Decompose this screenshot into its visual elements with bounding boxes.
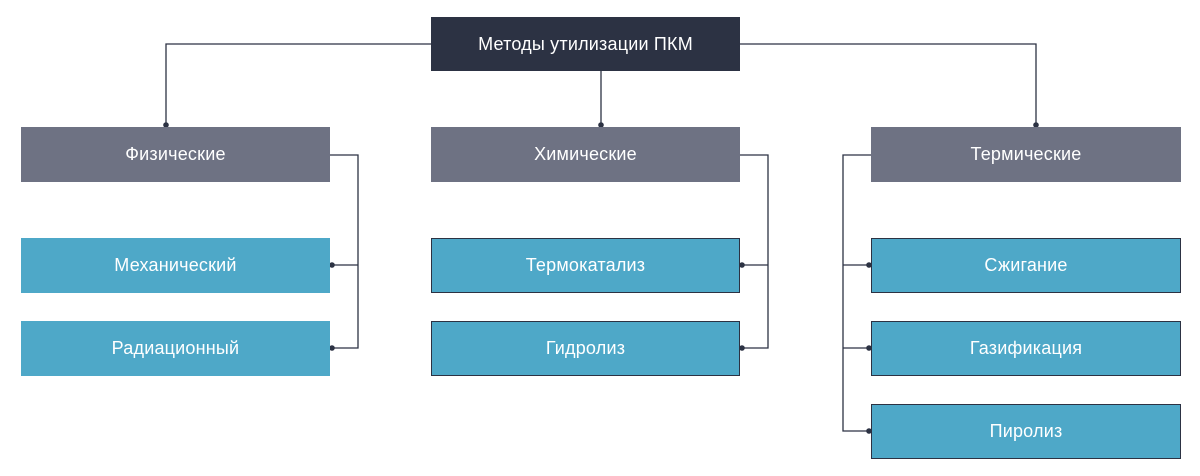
root-node-label: Методы утилизации ПКМ	[478, 33, 693, 54]
method-node-gidroliz: Гидролиз	[431, 321, 740, 376]
connector-dot	[329, 262, 335, 268]
connector-termicheskie-bracket	[842, 154, 871, 432]
connector-dot	[739, 262, 745, 268]
method-node-gazifikatsiya: Газификация	[871, 321, 1181, 376]
root-node: Методы утилизации ПКМ	[431, 17, 740, 71]
category-node-termicheskie: Термические	[871, 127, 1181, 182]
method-label: Сжигание	[984, 255, 1068, 275]
connector-root-fizicheskie	[165, 43, 431, 126]
connector-dot	[866, 345, 872, 351]
connector-dot	[163, 122, 169, 128]
category-label: Химические	[534, 144, 637, 164]
method-node-termokataliz: Термокатализ	[431, 238, 740, 293]
method-label: Пиролиз	[989, 421, 1063, 441]
method-node-piroliz: Пиролиз	[871, 404, 1181, 459]
method-node-radiatsionnyy: Радиационный	[21, 321, 330, 376]
category-node-fizicheskie: Физические	[21, 127, 330, 182]
connector-root-termicheskie	[740, 43, 1037, 126]
connector-dot	[598, 122, 604, 128]
method-label: Механический	[114, 255, 237, 275]
connector-dot	[739, 345, 745, 351]
method-label: Газификация	[969, 338, 1083, 358]
method-node-mekhanicheskiy: Механический	[21, 238, 330, 293]
category-node-khimicheskie: Химические	[431, 127, 740, 182]
category-label: Термические	[970, 144, 1082, 164]
connector-dot	[866, 262, 872, 268]
connector-dot	[1033, 122, 1039, 128]
connector-khimicheskie-bracket	[740, 154, 769, 349]
method-node-szhiganie: Сжигание	[871, 238, 1181, 293]
connector-fizicheskie-bracket	[330, 154, 359, 349]
connector-dot	[866, 428, 872, 434]
method-label: Радиационный	[111, 338, 240, 358]
category-label: Физические	[125, 144, 226, 164]
method-label: Гидролиз	[545, 338, 626, 358]
method-label: Термокатализ	[525, 255, 646, 275]
connector-dot	[329, 345, 335, 351]
